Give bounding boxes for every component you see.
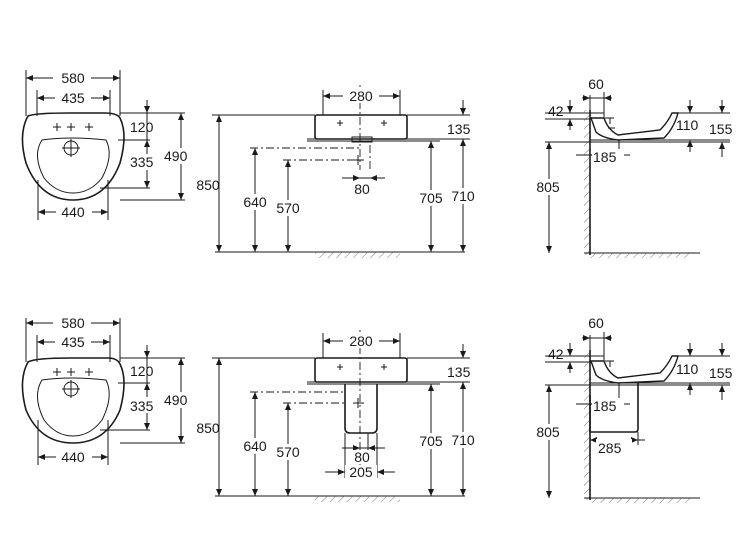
top-view: 580 435 440 120 335 bbox=[21, 314, 199, 465]
side-view: 60 42 110 155 185 bbox=[531, 315, 733, 503]
tap-hole-icon bbox=[53, 368, 93, 376]
dim-basin-height: 135 bbox=[447, 364, 471, 380]
basin-profile bbox=[590, 112, 679, 141]
dim-bracket-height: 705 bbox=[419, 433, 443, 449]
dim-rim-height: 850 bbox=[196, 177, 220, 193]
front-view: 280 135 850 640 570 bbox=[196, 85, 480, 258]
dim-overall-depth: 490 bbox=[164, 392, 188, 408]
dim-outlet-height: 570 bbox=[276, 200, 300, 216]
front-view: 280 135 850 640 570 bbox=[196, 330, 480, 502]
dim-top-height: 710 bbox=[451, 432, 475, 448]
dim-bowl-depth: 335 bbox=[130, 154, 154, 170]
dim-pedestal-width: 205 bbox=[349, 464, 373, 480]
dim-bracket-height: 705 bbox=[419, 190, 443, 206]
dim-wall-offset: 60 bbox=[588, 76, 604, 92]
semi-pedestal bbox=[344, 384, 378, 434]
dim-depth-to-tap: 120 bbox=[130, 363, 154, 379]
dim-top-height: 710 bbox=[451, 188, 475, 204]
dim-bowl-inner: 280 bbox=[349, 333, 373, 349]
dim-rim-height: 850 bbox=[196, 420, 220, 436]
dim-overall-depth-side: 155 bbox=[709, 365, 733, 381]
basin-front bbox=[314, 357, 408, 383]
dim-waste-height: 640 bbox=[243, 438, 267, 454]
bowl-outline bbox=[37, 137, 110, 194]
dim-bowl-inner: 280 bbox=[349, 88, 373, 104]
dim-back-lip: 42 bbox=[548, 346, 564, 362]
dim-overall-width: 580 bbox=[61, 70, 85, 86]
figure-wall-hung: 580 435 440 120 335 bbox=[21, 68, 733, 258]
dim-bowl-depth: 335 bbox=[130, 398, 154, 414]
dim-tap-spacing: 435 bbox=[61, 90, 85, 106]
dim-back-lip: 42 bbox=[548, 103, 564, 119]
drain-icon bbox=[62, 380, 80, 398]
dim-overall-width: 580 bbox=[61, 315, 85, 331]
dim-overall-depth: 490 bbox=[164, 148, 188, 164]
basin-front bbox=[314, 114, 408, 140]
dim-bowl-depth-side: 110 bbox=[676, 361, 699, 377]
dim-waste-height: 640 bbox=[243, 194, 267, 210]
basin-profile bbox=[590, 355, 679, 384]
dim-fixing-depth: 185 bbox=[593, 149, 617, 165]
dim-wall-offset: 60 bbox=[588, 315, 604, 331]
drain-icon bbox=[62, 139, 80, 157]
dim-depth-to-tap: 120 bbox=[130, 119, 154, 135]
dim-tap-spacing: 435 bbox=[61, 334, 85, 350]
top-view: 580 435 440 120 335 bbox=[21, 68, 199, 220]
dim-bowl-width: 440 bbox=[61, 449, 85, 465]
dim-bowl-width: 440 bbox=[61, 204, 85, 220]
dim-fixing-height: 805 bbox=[536, 179, 560, 195]
dim-fixing-depth: 185 bbox=[593, 398, 617, 414]
basin-outline bbox=[21, 112, 125, 201]
semi-pedestal-side bbox=[589, 383, 639, 433]
dim-bowl-depth-side: 110 bbox=[676, 117, 699, 133]
figure-semi-pedestal: 580 435 440 120 335 bbox=[21, 314, 733, 503]
dim-trap-spacing: 80 bbox=[354, 181, 370, 197]
bowl-outline bbox=[37, 377, 110, 437]
dim-overall-depth-side: 155 bbox=[709, 121, 733, 137]
side-view: 60 42 110 155 185 bbox=[531, 76, 733, 258]
dim-outlet-height: 570 bbox=[276, 444, 300, 460]
tap-hole-icon bbox=[53, 123, 93, 131]
dim-trap-spacing: 80 bbox=[354, 449, 370, 465]
dim-pedestal-depth: 285 bbox=[598, 440, 622, 456]
basin-outline bbox=[21, 357, 125, 444]
dim-basin-height: 135 bbox=[447, 121, 471, 137]
dim-fixing-height: 805 bbox=[536, 424, 560, 440]
